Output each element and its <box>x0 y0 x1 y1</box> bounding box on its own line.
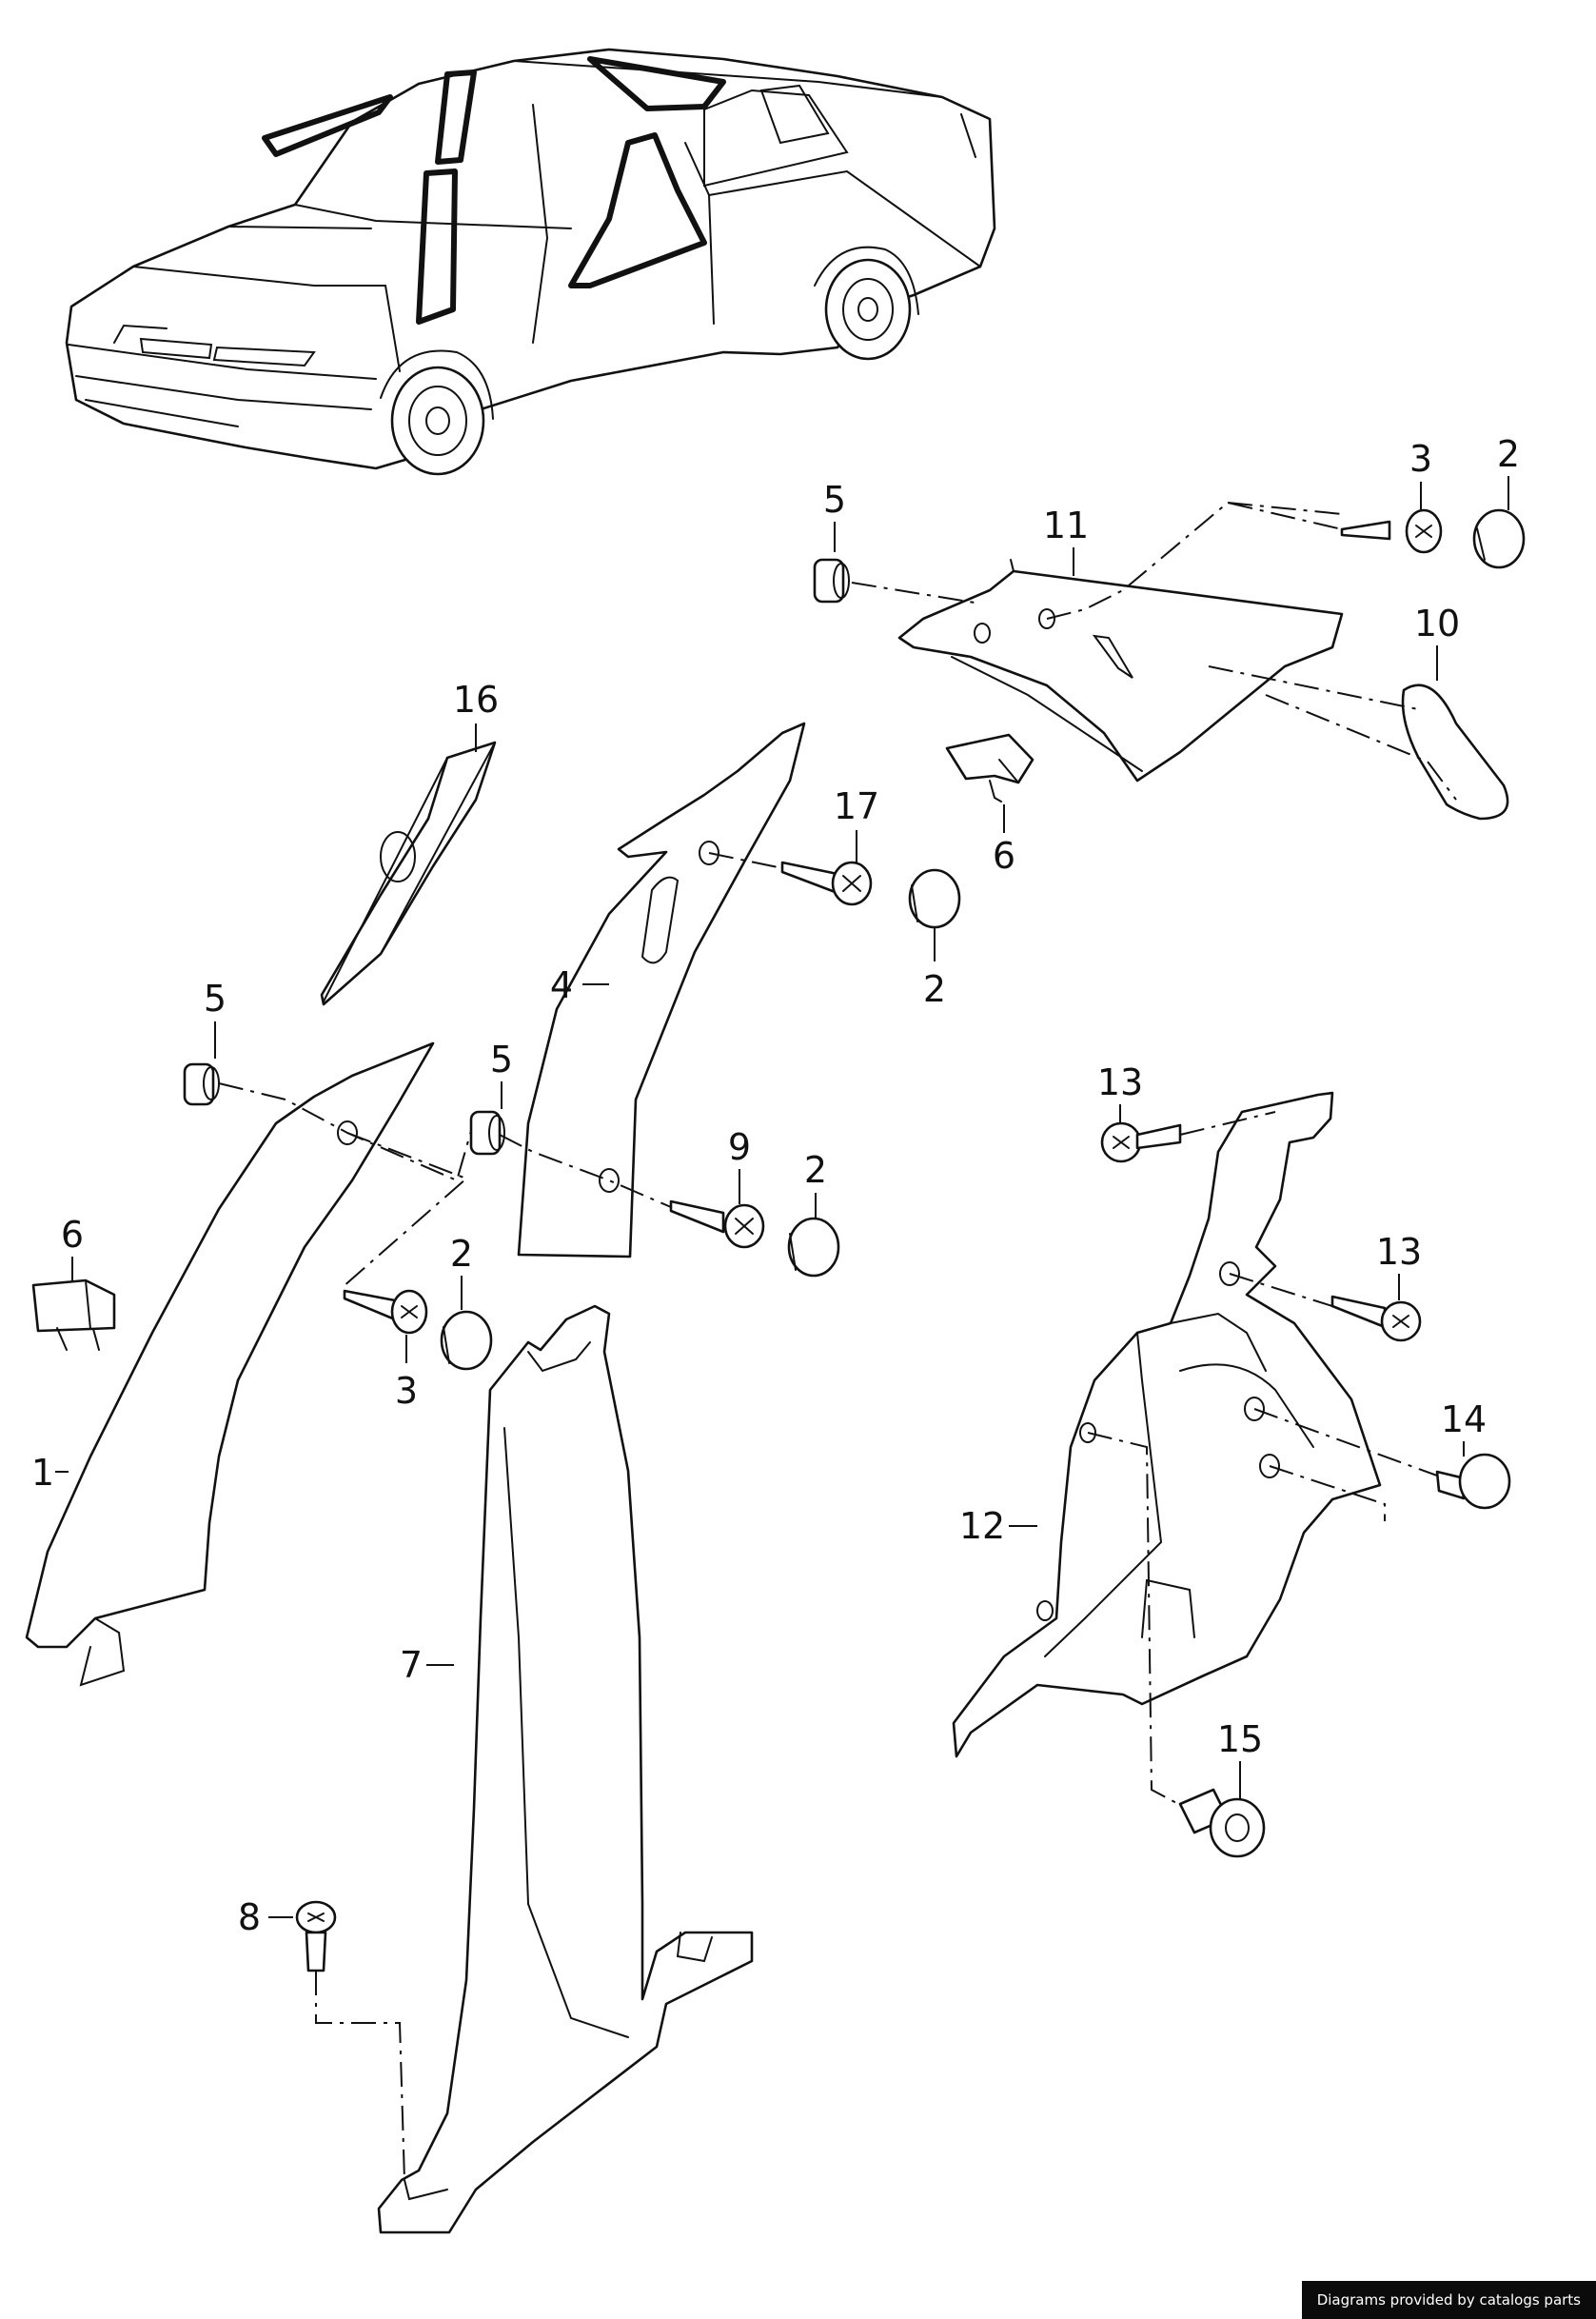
part-2-cap-top[interactable] <box>1472 508 1526 569</box>
callout-9: 9 <box>728 1126 751 1168</box>
part-6-clip-upper[interactable] <box>945 733 1034 803</box>
part-6-clip-left[interactable] <box>31 1278 116 1351</box>
assembly-lines <box>218 501 1457 2181</box>
callout-5-middle: 5 <box>490 1039 513 1080</box>
diagram-credit-badge: Diagrams provided by catalogs parts <box>1301 2281 1596 2319</box>
callout-13-upper: 13 <box>1097 1061 1143 1103</box>
callout-8: 8 <box>238 1896 261 1938</box>
callout-7: 7 <box>400 1644 423 1686</box>
callout-15: 15 <box>1217 1718 1263 1760</box>
part-1-pillar-a[interactable] <box>25 1041 435 1687</box>
callout-14: 14 <box>1441 1398 1487 1440</box>
part-16-strip[interactable] <box>320 741 497 1006</box>
callout-2-top: 2 <box>1497 433 1520 475</box>
part-11-trim[interactable] <box>897 559 1344 783</box>
part-14-clip[interactable] <box>1435 1453 1511 1510</box>
callout-3-lower: 3 <box>395 1370 418 1412</box>
callout-6-upper: 6 <box>993 835 1015 877</box>
part-9-screw[interactable] <box>669 1199 765 1249</box>
callout-2-lower-left: 2 <box>450 1233 473 1275</box>
callout-2-lower-middle: 2 <box>804 1149 827 1191</box>
part-5-grommet-middle[interactable] <box>469 1110 505 1156</box>
callout-12: 12 <box>959 1505 1005 1547</box>
part-2-cap-upper-middle[interactable] <box>908 868 961 929</box>
callout-11: 11 <box>1043 505 1089 546</box>
part-3-screw-top[interactable] <box>1340 508 1443 554</box>
part-2-cap-lower-middle[interactable] <box>787 1217 840 1278</box>
part-2-cap-lower-left[interactable] <box>440 1310 493 1371</box>
part-13-screw-upper[interactable] <box>1100 1121 1182 1163</box>
callout-labels: 5 11 3 2 10 6 16 17 2 4 5 5 9 2 2 3 6 1 … <box>31 433 1520 1938</box>
part-7-pillar-lower[interactable] <box>377 1304 754 2234</box>
callout-6-left: 6 <box>61 1214 84 1256</box>
part-8-screw[interactable] <box>295 1900 337 1972</box>
part-15-clip[interactable] <box>1178 1788 1266 1858</box>
part-12-quarter-trim[interactable] <box>952 1091 1382 1758</box>
callout-5-top: 5 <box>823 479 846 521</box>
car-overview <box>65 48 996 476</box>
part-10-cover[interactable] <box>1401 684 1509 821</box>
callout-2-upper-middle: 2 <box>923 968 946 1010</box>
part-5-grommet-left[interactable] <box>183 1062 220 1106</box>
part-3-screw-lower[interactable] <box>343 1289 428 1335</box>
callout-3-top: 3 <box>1409 438 1432 480</box>
part-4-pillar-upper[interactable] <box>517 722 806 1259</box>
part-17-screw[interactable] <box>780 861 873 906</box>
leader-lines <box>55 476 1509 1918</box>
callout-5-left: 5 <box>204 978 227 1020</box>
callout-4: 4 <box>550 964 573 1006</box>
callout-10: 10 <box>1414 603 1460 644</box>
part-13-screw-middle[interactable] <box>1330 1295 1422 1342</box>
part-5-grommet-top[interactable] <box>813 558 850 604</box>
callout-13-middle: 13 <box>1376 1231 1422 1273</box>
callout-1: 1 <box>31 1452 54 1494</box>
callout-16: 16 <box>453 679 499 721</box>
callout-17: 17 <box>834 785 879 827</box>
